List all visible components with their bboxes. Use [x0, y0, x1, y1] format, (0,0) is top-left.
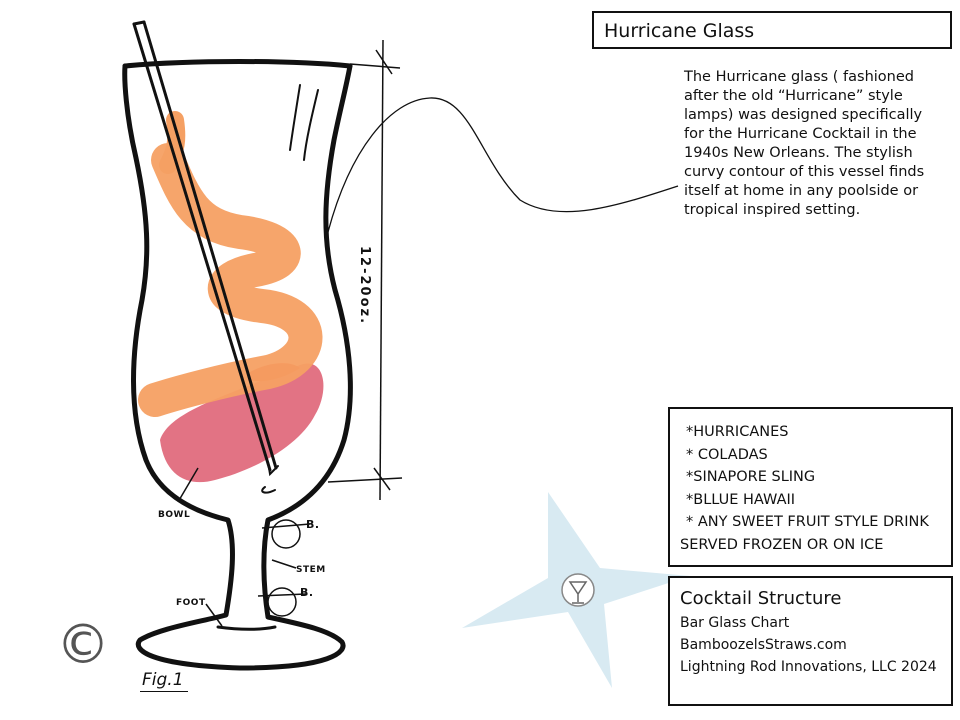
credits-line-company: Lightning Rod Innovations, LLC 2024 — [680, 659, 937, 675]
cocktail-uses-box: *HURRICANES * COLADAS *SINAPORE SLING *B… — [668, 407, 953, 567]
glass-outline — [122, 59, 353, 671]
list-item: * ANY SWEET FRUIT STYLE DRINK — [686, 514, 929, 530]
orange-swirl — [138, 143, 323, 417]
title-box: Hurricane Glass — [592, 11, 952, 49]
list-item: * COLADAS — [686, 446, 768, 463]
list-item: *SINAPORE SLING — [686, 469, 816, 485]
foot-label: FOOT — [176, 598, 206, 608]
star-watermark — [462, 492, 690, 688]
list-item: *BLLUE HAWAII — [686, 491, 796, 508]
stem-label: STEM — [296, 565, 326, 575]
bowl-label: BOWL — [158, 510, 191, 520]
description-text: The Hurricane glass ( fashioned after th… — [684, 69, 925, 218]
copyright-icon: © — [56, 613, 110, 676]
credits-line-website: BamboozelsStraws.com — [680, 637, 847, 653]
credits-line-chart: Bar Glass Chart — [680, 615, 790, 631]
b-label-lower: B. — [300, 586, 314, 599]
credits-heading: Cocktail Structure — [680, 588, 842, 609]
list-item: *HURRICANES — [686, 424, 789, 440]
pink-swirl — [160, 363, 324, 483]
list-item: SERVED FROZEN OR ON ICE — [680, 536, 884, 553]
leader-line — [327, 97, 679, 233]
capacity-label: 12-20oz. — [357, 246, 372, 326]
b-label-upper: B. — [306, 518, 320, 531]
cocktail-uses-list: *HURRICANES * COLADAS *SINAPORE SLING *B… — [680, 421, 943, 556]
page-title: Hurricane Glass — [604, 20, 755, 42]
height-dimension — [327, 39, 403, 501]
part-markers — [177, 467, 311, 627]
figure-label: Fig.1 — [140, 670, 188, 692]
credits-box: Cocktail Structure Bar Glass Chart Bambo… — [668, 576, 953, 706]
straw — [132, 20, 279, 477]
